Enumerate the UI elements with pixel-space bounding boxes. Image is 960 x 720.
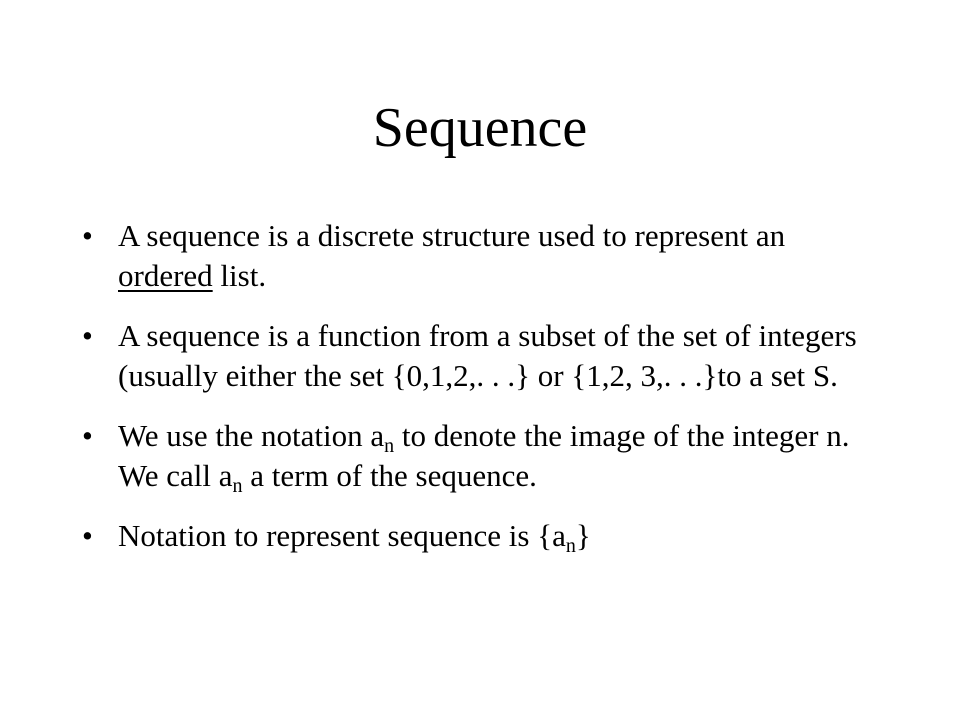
bullet-item: • A sequence is a discrete structure use… [82, 216, 882, 296]
underlined-word: ordered [118, 258, 213, 293]
bullet-text: } [575, 518, 591, 553]
bullet-text: A sequence is a discrete structure used … [118, 218, 786, 253]
bullet-icon: • [82, 318, 93, 353]
bullet-list: • A sequence is a discrete structure use… [82, 216, 882, 576]
bullet-text: to denote the image of the integer n. We… [118, 418, 850, 493]
bullet-item: • Notation to represent sequence is {an} [82, 516, 882, 556]
bullet-text: A sequence is a function from a subset o… [118, 318, 857, 393]
subscript: n [232, 475, 243, 497]
bullet-icon: • [82, 218, 93, 253]
bullet-icon: • [82, 418, 93, 453]
bullet-text: We use the notation a [118, 418, 385, 453]
bullet-text: Notation to represent sequence is {a [118, 518, 566, 553]
bullet-item: • We use the notation an to denote the i… [82, 416, 882, 496]
bullet-text: a term of the sequence. [242, 458, 537, 493]
bullet-icon: • [82, 518, 93, 553]
slide-title: Sequence [372, 97, 588, 159]
subscript: n [565, 535, 576, 557]
subscript: n [384, 435, 395, 457]
bullet-item: • A sequence is a function from a subset… [82, 316, 882, 396]
bullet-text: list. [212, 258, 267, 293]
